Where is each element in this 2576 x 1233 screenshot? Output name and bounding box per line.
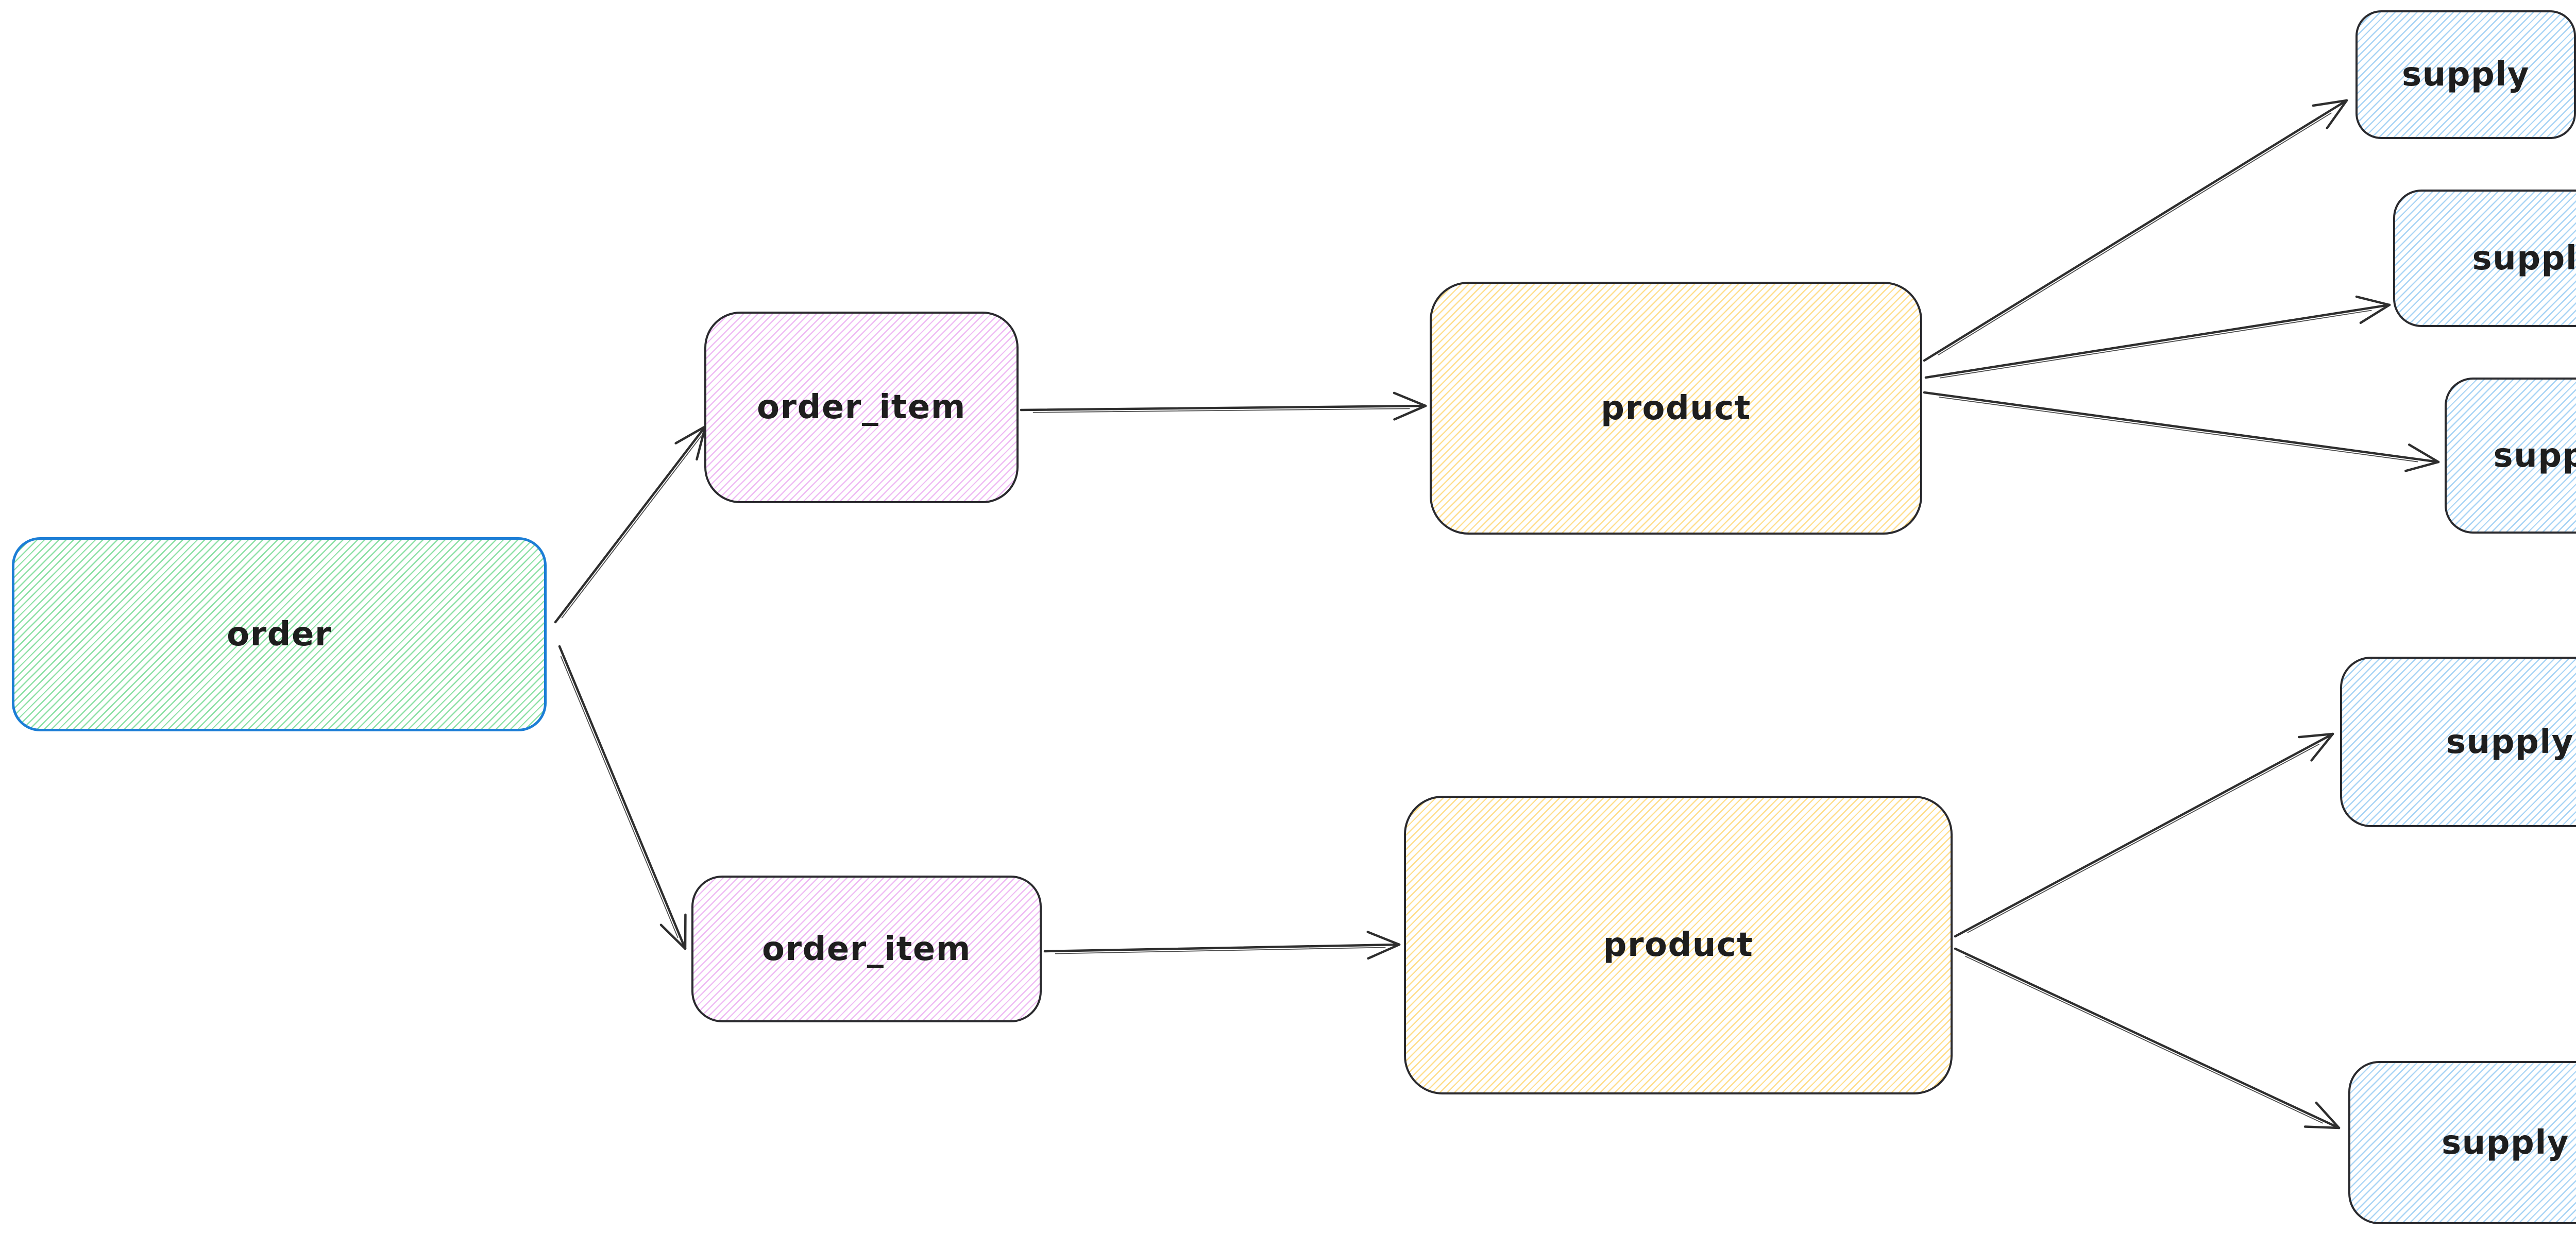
arrow-product-1-to-supply-2[interactable] bbox=[1924, 295, 2391, 379]
node-label-product-1: product bbox=[1601, 389, 1751, 427]
arrow-order-item-2-to-product-2[interactable] bbox=[1043, 931, 1401, 960]
node-supply-1[interactable]: supply bbox=[2355, 10, 2576, 139]
arrow-product-1-to-supply-1[interactable] bbox=[1923, 99, 2348, 362]
node-label-order-item-2: order_item bbox=[762, 930, 971, 968]
node-label-supply-3: supply bbox=[2493, 436, 2576, 475]
node-label-supply-5: supply bbox=[2442, 1123, 2569, 1162]
node-supply-5[interactable]: supply bbox=[2348, 1061, 2576, 1224]
arrow-product-1-to-supply-3[interactable] bbox=[1923, 391, 2440, 472]
node-label-supply-2: supply bbox=[2472, 239, 2576, 278]
node-order-item-1[interactable]: order_item bbox=[704, 312, 1019, 503]
node-product-1[interactable]: product bbox=[1430, 282, 1922, 535]
node-supply-3[interactable]: supply bbox=[2445, 378, 2576, 534]
node-order[interactable]: order bbox=[12, 537, 547, 731]
node-order-item-2[interactable]: order_item bbox=[691, 876, 1042, 1022]
arrow-order-item-1-to-product-1[interactable] bbox=[1020, 391, 1427, 421]
node-label-order: order bbox=[227, 615, 332, 654]
node-label-product-2: product bbox=[1603, 926, 1754, 964]
arrow-order-to-order-item-2[interactable] bbox=[558, 645, 687, 950]
arrow-product-2-to-supply-4[interactable] bbox=[1954, 732, 2334, 938]
node-product-2[interactable]: product bbox=[1404, 796, 1953, 1094]
arrow-product-2-to-supply-5[interactable] bbox=[1954, 947, 2341, 1129]
node-label-order-item-1: order_item bbox=[757, 388, 966, 426]
node-label-supply-1: supply bbox=[2402, 56, 2530, 94]
node-supply-2[interactable]: supply bbox=[2393, 190, 2576, 327]
node-supply-4[interactable]: supply bbox=[2340, 657, 2576, 827]
arrow-order-to-order-item-1[interactable] bbox=[554, 425, 707, 624]
node-label-supply-4: supply bbox=[2446, 723, 2574, 761]
